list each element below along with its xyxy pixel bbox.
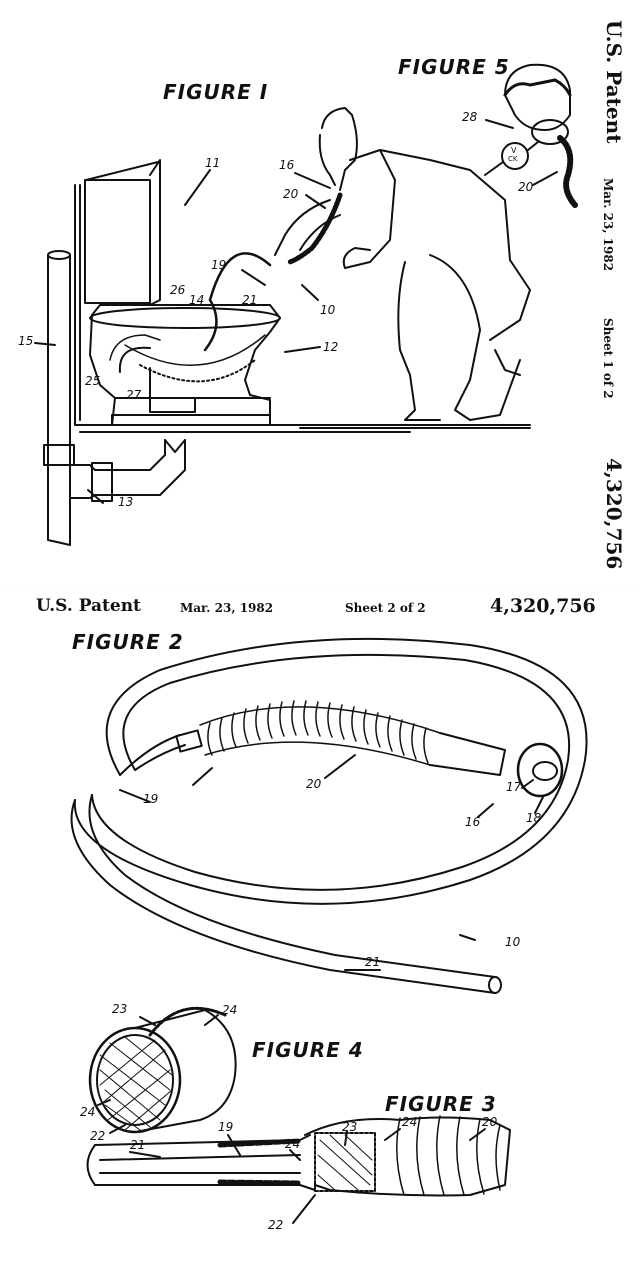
- ref-24-figure-4-bottom: 24: [80, 1105, 96, 1119]
- ref-24-figure-4-top: 24: [222, 1003, 238, 1017]
- figure-2-title: FIGURE 2: [72, 630, 184, 654]
- ref-21: 21: [365, 955, 381, 969]
- ref-19-figure-3: 19: [218, 1120, 234, 1134]
- ref-14: 14: [189, 293, 205, 307]
- patent-number: 4,320,756: [490, 595, 596, 617]
- ref-11: 11: [205, 156, 221, 170]
- ref-20: 20: [306, 777, 322, 791]
- ref-10: 10: [320, 303, 336, 317]
- ref-10: 10: [505, 935, 521, 949]
- figure-5-title: FIGURE 5: [398, 55, 510, 79]
- ref-20-figure-5: 20: [518, 180, 534, 194]
- patent-label: U.S. Patent: [36, 596, 141, 616]
- ref-26: 26: [170, 283, 186, 297]
- figure-1-title: FIGURE I: [163, 80, 269, 104]
- ref-22-figure-3: 22: [268, 1218, 284, 1232]
- ref-28: 28: [462, 110, 478, 124]
- patent-sheet-1: U.S. Patent Mar. 23, 1982 Sheet 1 of 2 4…: [0, 0, 640, 585]
- ref-16: 16: [465, 815, 481, 829]
- ref-21: 21: [242, 293, 258, 307]
- ref-27: 27: [126, 388, 142, 402]
- ref-22-figure-4: 22: [90, 1129, 106, 1143]
- ref-12: 12: [323, 340, 339, 354]
- figure-2-3-4-drawing: [70, 637, 588, 1224]
- ref-24-figure-3-left: 24: [285, 1137, 301, 1151]
- patent-sheet-2: U.S. Patent Mar. 23, 1982 Sheet 2 of 2 4…: [0, 585, 640, 1261]
- ref-16: 16: [279, 158, 295, 172]
- sheet-number: Sheet 2 of 2: [345, 601, 426, 615]
- ref-23-figure-3: 23: [342, 1120, 358, 1134]
- ref-18: 18: [526, 811, 542, 825]
- ref-23-figure-4: 23: [112, 1002, 128, 1016]
- ref-15: 15: [18, 334, 34, 348]
- ref-19: 19: [143, 792, 159, 806]
- ref-13: 13: [118, 495, 134, 509]
- figure-1-drawing: [34, 63, 578, 546]
- ref-25: 25: [85, 374, 101, 388]
- ref-21-figure-3: 21: [130, 1138, 146, 1152]
- ref-20: 20: [283, 187, 299, 201]
- valve-label-ck: CK: [508, 155, 518, 163]
- figure-4-title: FIGURE 4: [252, 1038, 364, 1062]
- figure-3-title: FIGURE 3: [385, 1092, 497, 1116]
- ref-17: 17: [506, 780, 522, 794]
- ref-20-figure-3: 20: [482, 1115, 498, 1129]
- patent-date: Mar. 23, 1982: [180, 601, 274, 615]
- ref-24-figure-3-right: 24: [402, 1115, 418, 1129]
- ref-19: 19: [211, 258, 227, 272]
- valve-label-v: V: [511, 146, 517, 155]
